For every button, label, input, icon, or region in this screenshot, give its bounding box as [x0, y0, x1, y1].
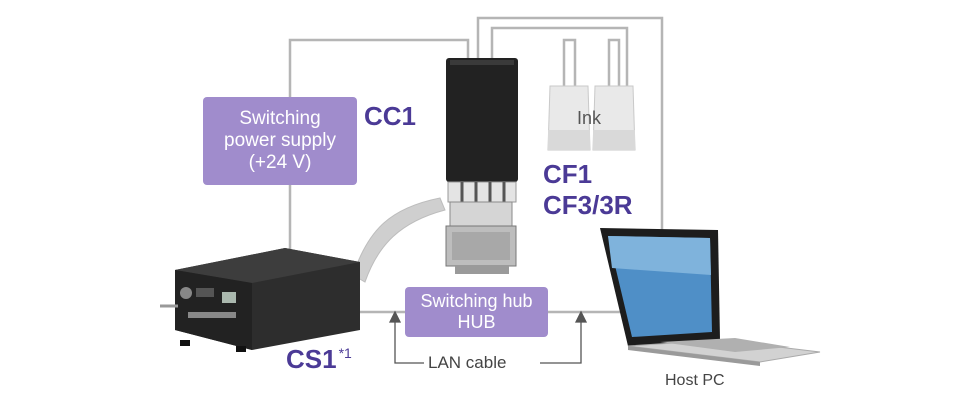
cs1-footnote: *1 — [338, 345, 352, 361]
cf3-label: CF3/3R — [543, 190, 633, 220]
wire-ink-right — [607, 38, 621, 86]
cc1-label: CC1 — [364, 101, 417, 131]
power-supply-box: Switching power supply (+24 V) — [203, 97, 357, 185]
print-head-icon — [445, 58, 518, 274]
hub-line1: Switching hub — [420, 291, 533, 312]
ink-tanks-icon — [547, 85, 636, 151]
lan-cable-label: LAN cable — [424, 353, 511, 373]
power-supply-line2: power supply — [224, 130, 336, 152]
cs1-text: CS1 — [286, 344, 337, 374]
wire-ink-left — [562, 38, 577, 86]
wires — [288, 16, 664, 314]
cf1-label: CF1 — [543, 159, 593, 189]
laptop-icon — [600, 228, 821, 366]
lan-arrow-line — [394, 318, 424, 364]
switching-hub-box: Switching hub HUB — [405, 287, 548, 337]
lan-arrow-line-right — [540, 318, 582, 364]
power-supply-line1: Switching — [239, 108, 321, 130]
host-pc-label: Host PC — [665, 372, 725, 389]
power-supply-line3: (+24 V) — [248, 151, 312, 173]
lan-arrows — [388, 310, 588, 364]
wire-head-to-ink — [490, 26, 629, 86]
lan-arrowhead-left — [388, 310, 402, 323]
ink-label: Ink — [577, 108, 602, 128]
hub-line2: HUB — [457, 312, 496, 332]
controller-box-icon — [160, 248, 360, 352]
wire-head-to-pc — [476, 16, 664, 232]
lan-arrowhead-right — [574, 310, 588, 323]
ribbon-cable-icon — [352, 197, 446, 283]
cs1-label: CS1*1 — [286, 346, 352, 372]
